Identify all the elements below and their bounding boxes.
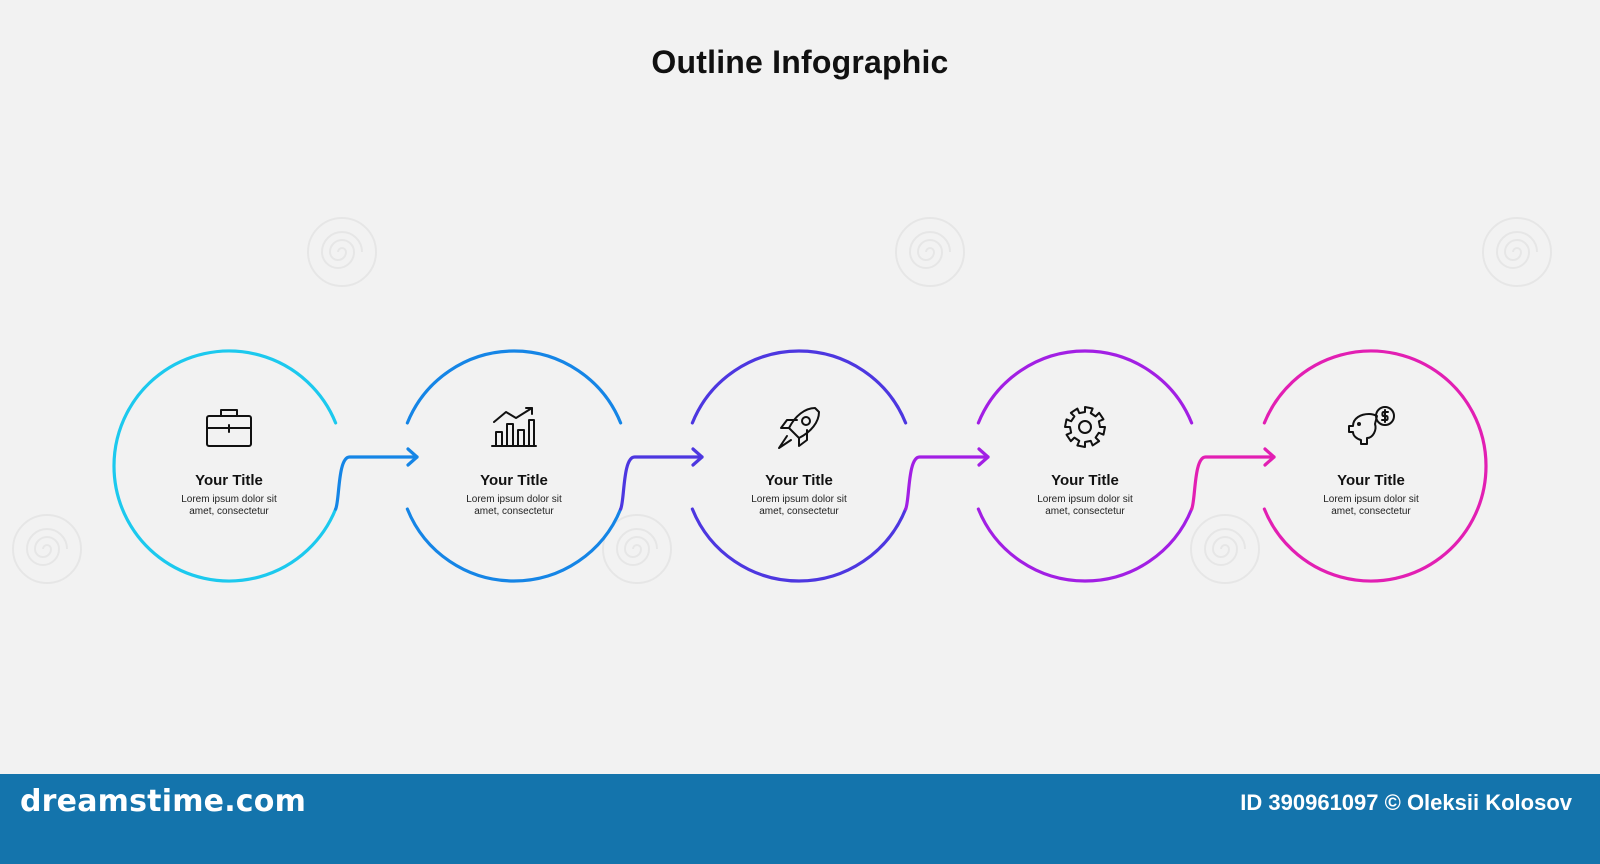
step-description-line: Lorem ipsum dolor sit (751, 494, 847, 505)
step-ring (690, 349, 908, 583)
footer-logo[interactable]: dreamstime.com (20, 784, 307, 819)
watermark-swirl-icon (12, 514, 82, 584)
page-title: Outline Infographic (651, 44, 949, 80)
step-description-line: Lorem ipsum dolor sit (466, 494, 562, 505)
arrow-head-icon (1263, 447, 1276, 467)
step-1 (112, 349, 338, 583)
connector-arrow (334, 447, 419, 511)
step-2 (405, 349, 623, 583)
piggy-bank-icon (1348, 406, 1395, 445)
gear-icon (1064, 406, 1106, 448)
connector-arrow (619, 447, 704, 511)
connector-arrow (904, 447, 990, 511)
step-description-line: Lorem ipsum dolor sit (1037, 494, 1133, 505)
step-title: Your Title (195, 472, 263, 489)
briefcase-icon (206, 409, 252, 447)
step-4 (976, 349, 1194, 583)
step-ring (112, 349, 338, 583)
step-title: Your Title (765, 472, 833, 489)
connector-line (334, 455, 419, 511)
connector-arrow (1190, 447, 1276, 511)
step-title: Your Title (1051, 472, 1119, 489)
arrow-head-icon (977, 447, 990, 467)
step-5 (1262, 349, 1488, 583)
bar-chart-icon (491, 407, 537, 447)
connector-line (904, 455, 990, 511)
watermark-swirl-icon (1190, 514, 1260, 584)
step-ring (405, 349, 623, 583)
step-description-line: Lorem ipsum dolor sit (1323, 494, 1419, 505)
watermark-swirl-icon (307, 217, 377, 287)
step-description-line: amet, consectetur (1045, 506, 1125, 517)
arrow-head-icon (691, 447, 704, 467)
step-3 (690, 349, 908, 583)
watermark-swirl-icon (895, 217, 965, 287)
connector-line (619, 455, 704, 511)
watermark-swirl-icon (602, 514, 672, 584)
footer-credit: ID 390961097 © Oleksii Kolosov (1240, 790, 1572, 815)
step-title: Your Title (1337, 472, 1405, 489)
step-description-line: amet, consectetur (1331, 506, 1411, 517)
step-ring (1262, 349, 1488, 583)
footer-bar: dreamstime.com ID 390961097 © Oleksii Ko… (0, 774, 1600, 864)
step-title: Your Title (480, 472, 548, 489)
arrow-head-icon (406, 447, 419, 467)
rocket-icon (778, 407, 820, 449)
step-description-line: Lorem ipsum dolor sit (181, 494, 277, 505)
step-ring (976, 349, 1194, 583)
connector-line (1190, 455, 1276, 511)
step-description-line: amet, consectetur (474, 506, 554, 517)
watermark-swirl-icon (1482, 217, 1552, 287)
process-diagram (112, 349, 1488, 583)
step-description-line: amet, consectetur (759, 506, 839, 517)
step-description-line: amet, consectetur (189, 506, 269, 517)
